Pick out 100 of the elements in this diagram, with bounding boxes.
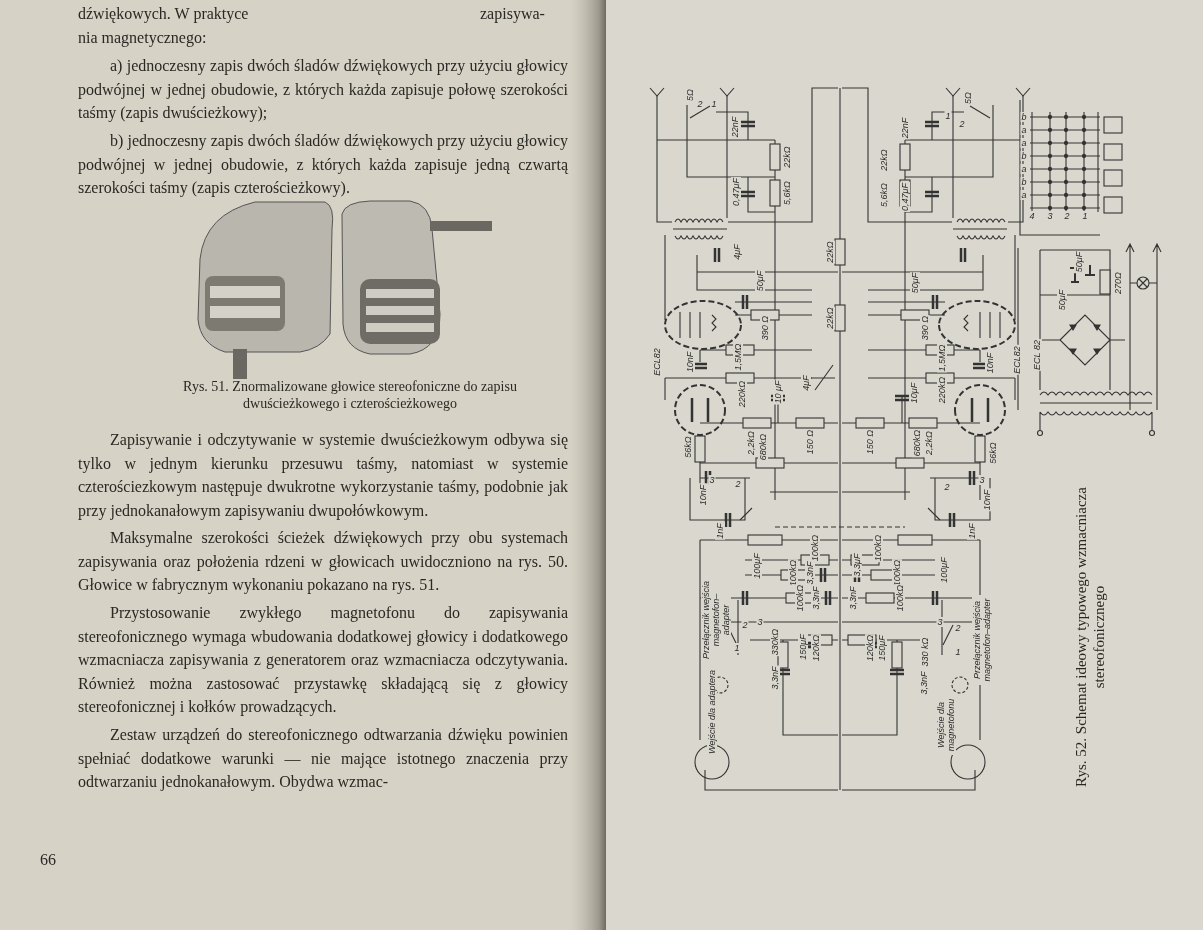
component-value-label: 100kΩ xyxy=(810,533,820,563)
component-value-label: 1,5MΩ xyxy=(937,343,947,373)
paragraph: a) jednoczesny zapis dwóch śladów dźwiękowych przy użyciu głowicy podwójnej w jednej obudowie, z których każda zapisuje połowę szerokości taśmy (zapis dwuścieżkowy); xyxy=(78,56,568,124)
component-value-label: 10μF xyxy=(909,381,919,405)
component-value-label: 50μF xyxy=(1057,288,1067,312)
tube-type-label: ECL 82 xyxy=(1032,339,1042,371)
terminal-number: 3 xyxy=(756,617,764,627)
component-value-label: 50μF xyxy=(755,269,765,293)
component-value-label: 120kΩ xyxy=(865,633,875,663)
terminal-number: 2 xyxy=(696,99,704,109)
contact-letter: a xyxy=(1020,190,1028,200)
switch-caption: Przełącznik wejścia magnetofon–adapter xyxy=(972,595,992,685)
component-value-label: 56kΩ xyxy=(683,435,693,459)
component-value-label: 5Ω xyxy=(685,88,695,102)
component-value-label: 4μF xyxy=(801,374,811,392)
component-value-label: 22kΩ xyxy=(879,148,889,172)
component-value-label: 5Ω xyxy=(963,91,973,105)
component-value-label: 22kΩ xyxy=(782,145,792,169)
component-value-label: 150 Ω xyxy=(805,428,815,456)
component-value-label: 680kΩ xyxy=(912,428,922,458)
contact-letter: b xyxy=(1020,112,1028,122)
contact-letter: b xyxy=(1020,151,1028,161)
component-value-label: 220kΩ xyxy=(937,375,947,405)
text-line: zapisywa- xyxy=(480,4,546,25)
component-value-label: 100kΩ xyxy=(788,558,798,588)
component-value-label: 100kΩ xyxy=(873,533,883,563)
component-value-label: 10nF xyxy=(982,488,992,512)
component-value-label: 0,47μF xyxy=(900,182,910,212)
component-value-label: 3,3nF xyxy=(805,560,815,586)
component-value-label: 0,47μF xyxy=(731,177,741,207)
terminal-number: 2 xyxy=(943,482,951,492)
socket-caption: Wejście dla adaptera xyxy=(707,667,717,757)
component-value-label: 22nF xyxy=(900,116,910,140)
component-value-label: 120kΩ xyxy=(811,633,821,663)
contact-letter: b xyxy=(1020,177,1028,187)
component-value-label: 270Ω xyxy=(1113,271,1123,295)
switch-caption: Przełącznik wejścia magnetofon–adapter xyxy=(701,580,731,660)
component-value-label: 3,3μF xyxy=(852,552,862,578)
terminal-number: 3 xyxy=(936,617,944,627)
component-value-label: 5,6kΩ xyxy=(782,180,792,206)
component-value-label: 390 Ω xyxy=(920,314,930,342)
component-value-label: 1,5MΩ xyxy=(733,342,743,372)
text-line: dźwiękowych. W praktyce xyxy=(78,4,250,25)
component-value-label: 2,2kΩ xyxy=(924,430,934,456)
terminal-number: 1 xyxy=(954,647,962,657)
component-value-label: 3,3nF xyxy=(811,585,821,611)
contact-letter: a xyxy=(1020,125,1028,135)
component-value-label: 10nF xyxy=(698,483,708,507)
terminal-number: 1 xyxy=(710,99,718,109)
component-value-label: 1nF xyxy=(967,522,977,540)
component-value-label: 50μF xyxy=(1074,250,1084,274)
component-value-label: 150μF xyxy=(877,634,887,662)
terminal-number: 2 xyxy=(958,119,966,129)
figure-caption: Rys. 51. Znormalizowane głowice stereofoniczne do zapisu dwuścieżkowego i czterościeżkowego xyxy=(182,378,518,412)
page-number: 66 xyxy=(40,850,57,870)
component-value-label: 390 Ω xyxy=(760,314,770,342)
component-value-label: 56kΩ xyxy=(988,441,998,465)
component-value-label: 220kΩ xyxy=(737,379,747,409)
component-value-label: 3,3nF xyxy=(848,585,858,611)
terminal-number: 2 xyxy=(741,620,749,630)
paragraph: Zestaw urządzeń do stereofonicznego odtwarzania dźwięku powinien spełniać dodatkowe warunki — nie mające istotnego znaczenia przy odtwarzaniu jednokanałowym. Obydwa wzmac- xyxy=(78,725,568,793)
terminal-number: 3 xyxy=(708,475,716,485)
terminal-number: 3 xyxy=(1046,211,1054,221)
component-value-label: 22kΩ xyxy=(825,240,835,264)
component-value-label: 330kΩ xyxy=(770,627,780,657)
component-value-label: 2,2kΩ xyxy=(746,430,756,456)
component-value-label: 330 kΩ xyxy=(920,636,930,668)
component-value-label: 150μF xyxy=(798,633,808,661)
paragraph: Zapisywanie i odczytywanie w systemie dwuścieżkowym odbywa się tylko w jednym kierunku przesuwu taśmy, natomiast w systemie czterościezkowym następuje dwukrotne wykorzystanie taśmy, podobnie jak przy jednokanałowym zapisywaniu dwupołówkowym. xyxy=(78,430,568,522)
text-line: nia magnetycznego: xyxy=(78,28,208,49)
component-value-label: 100kΩ xyxy=(795,583,805,613)
component-value-label: 5,6kΩ xyxy=(879,182,889,208)
terminal-number: 1 xyxy=(1081,211,1089,221)
component-value-label: 150 Ω xyxy=(865,428,875,456)
tube-type-label: ECL82 xyxy=(1012,345,1022,375)
terminal-number: 2 xyxy=(734,479,742,489)
terminal-number: 4 xyxy=(1028,211,1036,221)
component-value-label: 680kΩ xyxy=(758,432,768,462)
terminal-number: 1 xyxy=(944,111,952,121)
component-value-label: 10nF xyxy=(685,350,695,374)
component-value-label: 1nF xyxy=(715,522,725,540)
tube-type-label: ECL82 xyxy=(652,347,662,377)
terminal-number: 1 xyxy=(733,643,741,653)
terminal-number: 2 xyxy=(1063,211,1071,221)
contact-letter: a xyxy=(1020,164,1028,174)
terminal-number: 3 xyxy=(978,475,986,485)
component-value-label: 100μF xyxy=(939,556,949,584)
component-value-label: 100μF xyxy=(752,552,762,580)
figure-caption: Rys. 52. Schemat ideowy typowego wzmacniacza stereofonicznego xyxy=(1072,486,1108,789)
component-value-label: 10nF xyxy=(985,351,995,375)
component-value-label: 3,3nF xyxy=(919,670,929,696)
component-value-label: 22kΩ xyxy=(825,306,835,330)
component-value-label: 3,3nF xyxy=(770,665,780,691)
component-value-label: 22nF xyxy=(730,115,740,139)
paragraph: Przystosowanie zwykłego magnetofonu do zapisywania stereofonicznego wymaga wbudowania dodatkowej głowicy i dodatkowego wzmacniacza zapisywania z generatorem oraz wzmacniacza odczytywania. Również można zastosować przystawkę składającą się z głowicy stereofonicznej i kołków prowadzących. xyxy=(78,603,568,718)
paragraph: Maksymalne szerokości ścieżek dźwiękowych przy obu systemach zapisywania oraz położenia rdzeni w głowicach uwidoczniono na rys. 50. Głowice w fabrycznym wykonaniu pokazano na rys. 51. xyxy=(78,528,568,596)
contact-letter: a xyxy=(1020,138,1028,148)
paragraph: b) jednoczesny zapis dwóch śladów dźwiękowych przy użyciu głowicy podwójnej w jednej obudowie, z których każda zapisuje jedną czwartą szerokości taśmy (zapis czterościeżkowy). xyxy=(78,131,568,199)
terminal-number: 2 xyxy=(954,623,962,633)
component-value-label: 50μF xyxy=(910,271,920,295)
